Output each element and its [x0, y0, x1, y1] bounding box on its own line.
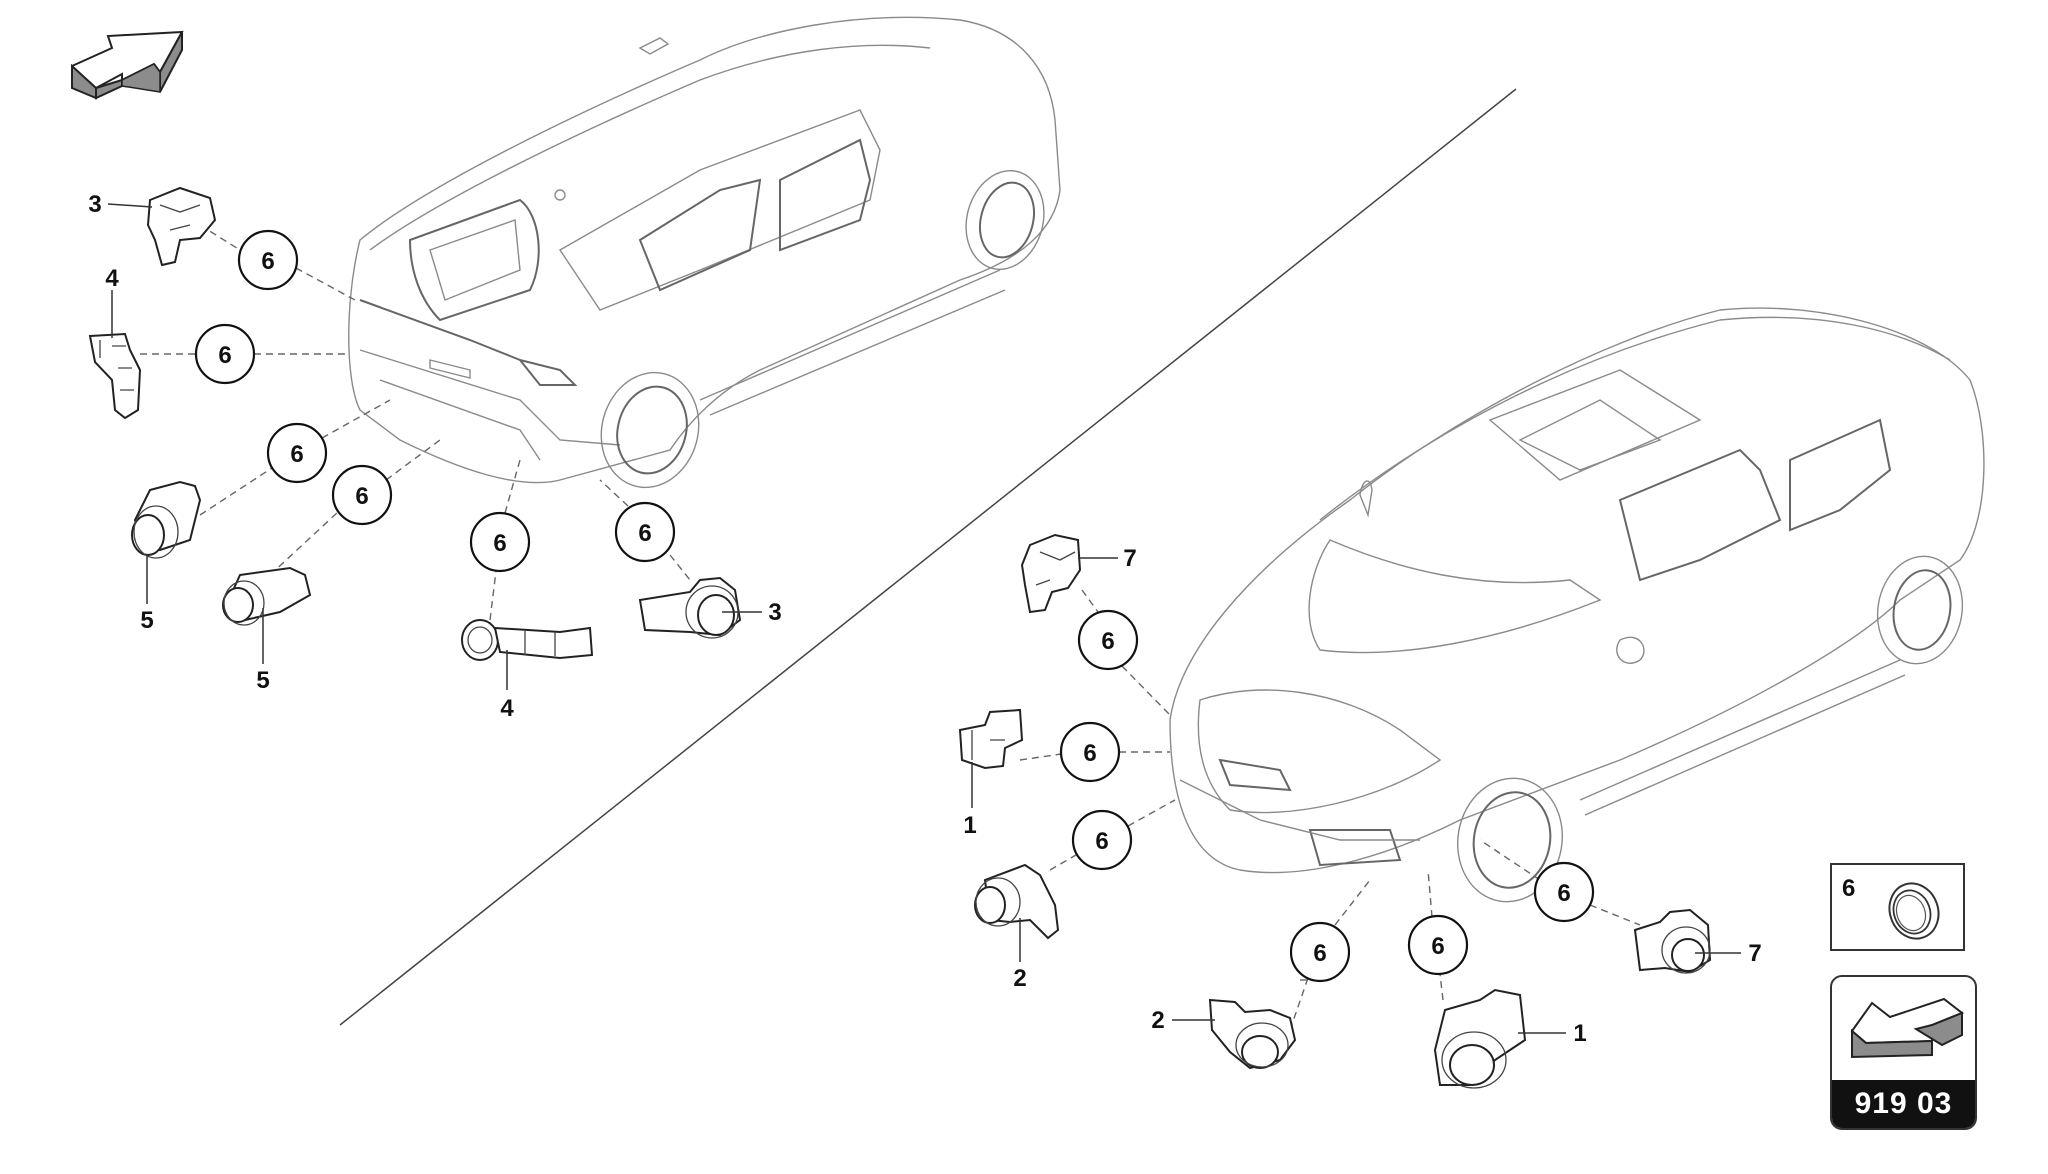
- callout-number: 6: [1431, 933, 1444, 960]
- divider-line: [339, 88, 1517, 1026]
- callout-number: 6: [493, 530, 506, 557]
- callout-6-rear-4[interactable]: 6: [331, 464, 393, 526]
- part-label-3: 3: [88, 191, 101, 218]
- callout-number: 6: [1095, 828, 1108, 855]
- legend-number: 6: [1842, 875, 1856, 902]
- part-label-7: 7: [1748, 940, 1761, 967]
- legend-part-6-box: 6: [1830, 863, 1965, 951]
- sensor-part-2-front-bottom[interactable]: [1208, 998, 1297, 1070]
- part-label-2: 2: [1013, 965, 1026, 992]
- callout-6-front-5[interactable]: 6: [1407, 914, 1469, 976]
- sensor-part-7-front-right[interactable]: [1633, 908, 1712, 974]
- page-code-label: 919 03: [1832, 1080, 1975, 1128]
- ring-seal-icon: [1888, 882, 1940, 940]
- part-label-2: 2: [1151, 1007, 1164, 1034]
- page-nav-button[interactable]: 919 03: [1830, 975, 1977, 1130]
- callout-number: 6: [290, 441, 303, 468]
- callout-6-front-3[interactable]: 6: [1071, 809, 1133, 871]
- part-label-1: 1: [963, 812, 976, 839]
- sensor-part-1-front-bottom[interactable]: [1433, 988, 1527, 1089]
- rear-connector-lines: [140, 224, 691, 621]
- callout-6-rear-5[interactable]: 6: [469, 511, 531, 573]
- orientation-arrow-icon: [70, 28, 190, 113]
- callout-number: 6: [261, 248, 274, 275]
- callout-6-front-2[interactable]: 6: [1059, 721, 1121, 783]
- front-car-illustration: [1169, 307, 1985, 903]
- nav-arrow-icon: [1850, 997, 1964, 1059]
- callout-number: 6: [1313, 940, 1326, 967]
- callout-number: 6: [1083, 740, 1096, 767]
- callout-6-rear-1[interactable]: 6: [237, 229, 299, 291]
- sensor-part-2-front-left[interactable]: [974, 863, 1060, 940]
- part-label-1: 1: [1573, 1020, 1586, 1047]
- sensor-part-1-front-left[interactable]: [958, 708, 1024, 770]
- part-label-5: 5: [140, 607, 153, 634]
- rear-car-illustration: [348, 16, 1061, 489]
- callout-6-rear-2[interactable]: 6: [194, 323, 256, 385]
- callout-number: 6: [355, 483, 368, 510]
- callout-number: 6: [218, 342, 231, 369]
- sensor-part-7-front-top[interactable]: [1020, 533, 1082, 614]
- callout-number: 6: [1557, 880, 1570, 907]
- part-label-5: 5: [256, 667, 269, 694]
- callout-6-front-1[interactable]: 6: [1077, 609, 1139, 671]
- front-connector-lines: [1019, 589, 1641, 1031]
- part-label-3: 3: [768, 599, 781, 626]
- sensor-part-5-rear-b[interactable]: [222, 566, 312, 626]
- callout-6-front-6[interactable]: 6: [1533, 861, 1595, 923]
- sensor-part-4-rear-left[interactable]: [88, 332, 142, 420]
- callout-number: 6: [1101, 628, 1114, 655]
- sensor-part-5-rear-a[interactable]: [131, 480, 202, 559]
- callout-6-front-4[interactable]: 6: [1289, 921, 1351, 983]
- sensor-part-3-rear-top[interactable]: [146, 186, 217, 267]
- part-label-7: 7: [1123, 545, 1136, 572]
- part-label-4: 4: [500, 695, 514, 722]
- callout-number: 6: [638, 520, 651, 547]
- part-label-4: 4: [105, 265, 119, 292]
- callout-6-rear-3[interactable]: 6: [266, 422, 328, 484]
- leader-lines: [107, 203, 1741, 1034]
- sensor-part-3-rear-right[interactable]: [638, 576, 742, 639]
- sensor-part-4-rear-bottom[interactable]: [461, 619, 594, 661]
- callout-6-rear-6[interactable]: 6: [614, 501, 676, 563]
